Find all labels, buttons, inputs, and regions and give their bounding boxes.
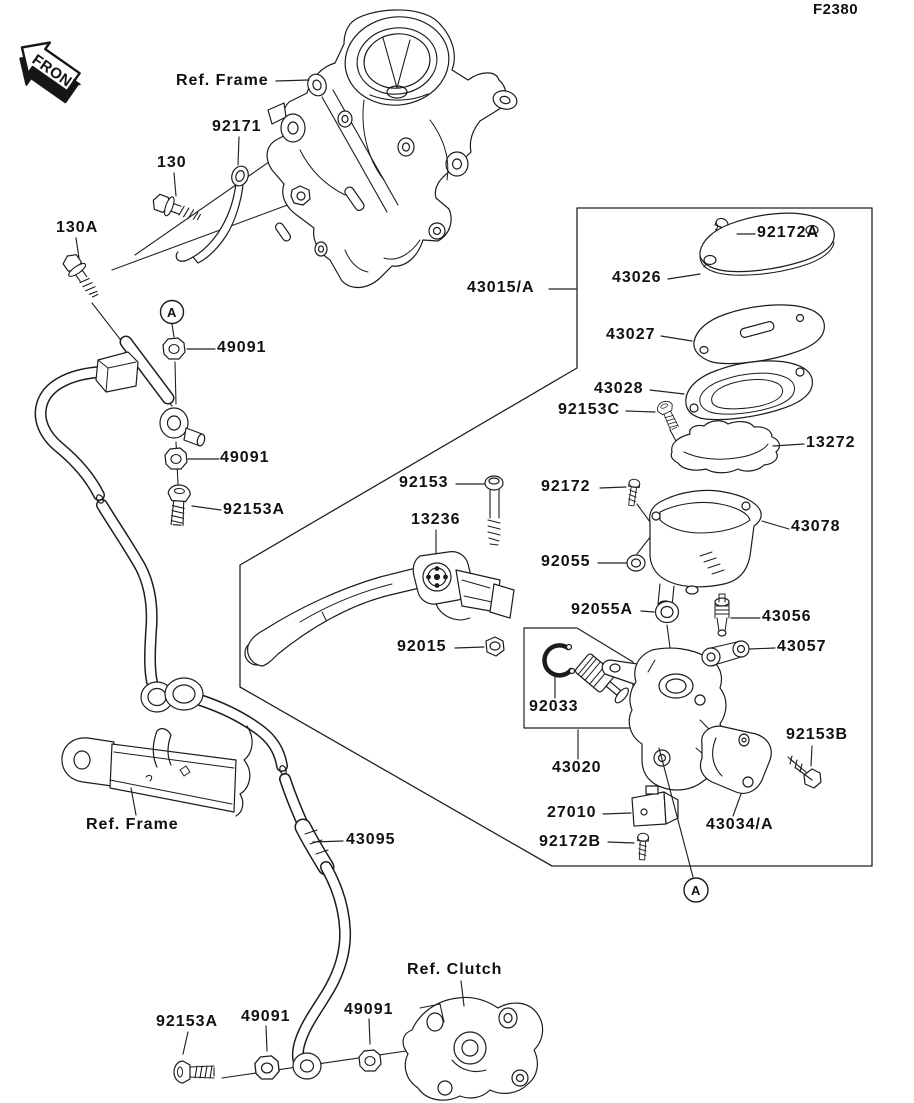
detail-marker-circles — [159, 299, 709, 903]
bleed-screw-92153A-top-drawing — [165, 483, 192, 527]
ref-frame-top-label: Ref. Frame — [176, 72, 269, 89]
part-label-49091-4: 49091 — [344, 1001, 394, 1018]
cable-guide-bracket-drawing — [149, 165, 249, 264]
oring-92055A-drawing — [654, 600, 680, 624]
part-label-92171: 92171 — [212, 118, 262, 135]
clutch-release-drawing — [173, 996, 544, 1101]
part-label-43026: 43026 — [612, 269, 662, 286]
part-label-92153: 92153 — [399, 474, 449, 491]
part-label-92153C: 92153C — [558, 401, 621, 418]
detail-marker-a-bottom: A — [691, 883, 701, 898]
front-arrow-icon — [19, 41, 81, 104]
part-label-13236: 13236 — [411, 511, 461, 528]
part-label-92153B: 92153B — [786, 726, 849, 743]
ref-frame-bottom-label: Ref. Frame — [86, 816, 179, 833]
part-label-27010: 27010 — [547, 804, 597, 821]
part-label-92033: 92033 — [529, 698, 579, 715]
valve-43056-drawing — [714, 597, 730, 607]
part-label-43034A: 43034/A — [706, 816, 774, 833]
part-label-13272: 13272 — [806, 434, 856, 451]
part-label-92172B: 92172B — [539, 833, 602, 850]
part-label-130A: 130A — [56, 219, 99, 236]
master-cylinder-drawing — [601, 593, 822, 861]
screw-92172B-drawing — [636, 832, 650, 861]
part-label-130: 130 — [157, 154, 187, 171]
clamp-43034A-drawing — [699, 725, 772, 794]
part-label-92172: 92172 — [541, 478, 591, 495]
oring-92055-drawing — [626, 554, 646, 572]
reservoir-stack-drawing — [625, 212, 835, 624]
ref-clutch-label: Ref. Clutch — [407, 961, 503, 978]
part-label-43057: 43057 — [777, 638, 827, 655]
frame-bottom-bracket-drawing — [61, 677, 253, 817]
washer-49091-bottom2-drawing — [358, 1049, 382, 1072]
part-label-43056: 43056 — [762, 608, 812, 625]
part-label-49091-3: 49091 — [241, 1008, 291, 1025]
detail-marker-a-top-circle — [159, 299, 185, 325]
detail-marker-a-bottom-circle — [683, 877, 709, 903]
washer-49091-bottom1-drawing — [254, 1055, 280, 1080]
piston-kit-92033-drawing — [523, 627, 634, 729]
part-label-43095: 43095 — [346, 831, 396, 848]
bolt-92153B-drawing — [787, 755, 822, 789]
part-label-49091-1: 49091 — [217, 339, 267, 356]
part-label-43028: 43028 — [594, 380, 644, 397]
part-label-92015: 92015 — [397, 638, 447, 655]
bolt-130A-drawing — [58, 249, 105, 303]
hose-assembly-drawing — [34, 249, 206, 527]
clutch-hose-43095-drawing — [95, 494, 352, 1080]
diaphragm-13272-drawing — [670, 420, 781, 474]
part-label-43027: 43027 — [606, 326, 656, 343]
assembly-box-43015A — [239, 207, 873, 867]
washer-49091-top1-drawing — [162, 337, 186, 360]
washer-49091-top2-drawing — [164, 447, 188, 470]
part-label-92055: 92055 — [541, 553, 591, 570]
part-label-92055A: 92055A — [571, 601, 634, 618]
part-label-92153A-2: 92153A — [156, 1013, 219, 1030]
part-label-92172A: 92172A — [757, 224, 820, 241]
link-43057-drawing — [701, 647, 721, 667]
part-label-43078: 43078 — [791, 518, 841, 535]
screw-92172-drawing — [625, 478, 641, 507]
frame-top-drawing — [266, 9, 518, 288]
part-label-49091-2: 49091 — [220, 449, 270, 466]
detail-marker-a-top: A — [167, 305, 177, 320]
bolt-92153A-bottom-drawing — [173, 1060, 215, 1084]
screw-92153C-drawing — [654, 398, 683, 433]
part-label-43020: 43020 — [552, 759, 602, 776]
assembly-label-43015A: 43015/A — [467, 279, 535, 296]
cap-43026-drawing — [699, 212, 835, 273]
reservoir-43078-drawing — [649, 489, 762, 588]
leader-lines — [75, 79, 813, 1055]
switch-27010-drawing — [631, 791, 667, 827]
figure-code: F2380 — [813, 1, 859, 18]
part-label-92153A-1: 92153A — [223, 501, 286, 518]
plate-43027-drawing — [693, 304, 825, 365]
lever-13236-drawing — [244, 475, 515, 667]
